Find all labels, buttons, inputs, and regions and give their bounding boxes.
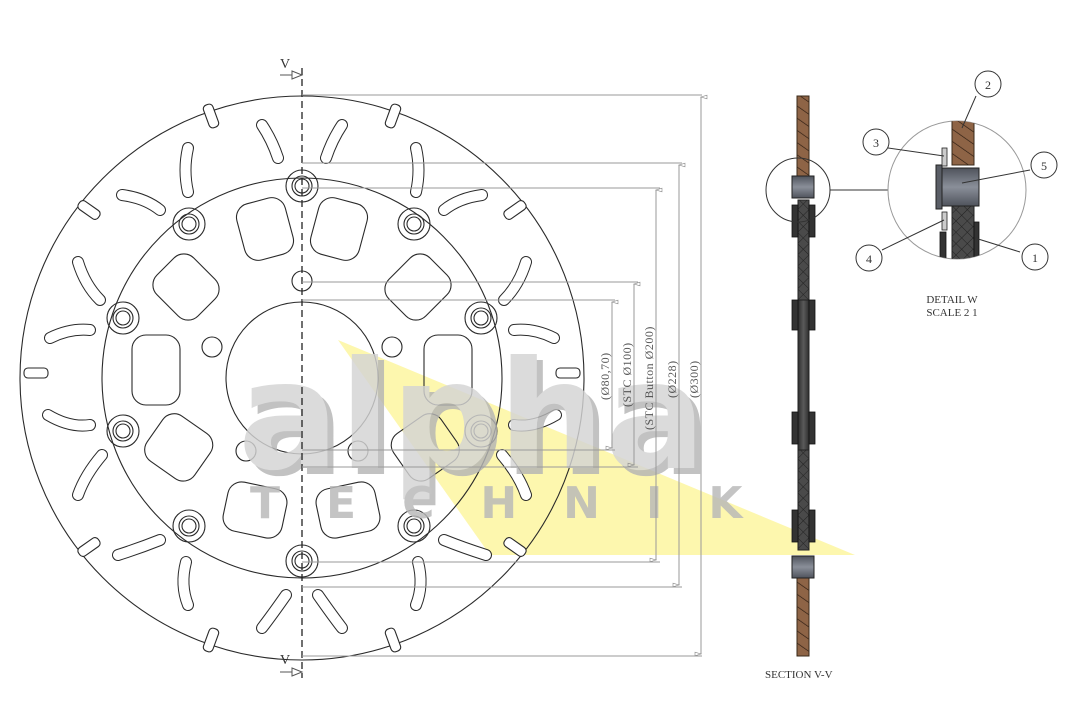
detail-title: DETAIL W: [926, 294, 978, 306]
svg-text:2: 2: [985, 78, 991, 92]
edge-notches: [23, 103, 581, 653]
callout-3: 3: [862, 128, 890, 156]
disc-front-view: [19, 95, 585, 661]
callout-4: 4: [855, 244, 883, 272]
svg-text:3: 3: [873, 136, 879, 150]
svg-text:4: 4: [866, 252, 872, 266]
watermark-triangle: [338, 340, 855, 555]
watermark-logo: alpha alpha TECHNIK: [238, 330, 788, 529]
watermark-technik: TECHNIK: [250, 478, 788, 529]
section-line: V V: [280, 57, 304, 678]
dim-label-stc-100: (STC Ø100): [620, 342, 634, 407]
callout-2: 2: [974, 70, 1002, 98]
detail-view: 2 3 5 4 1 DETAIL W SCALE 2 1: [855, 70, 1058, 319]
dim-label-228: (Ø228): [665, 360, 679, 398]
section-view: SECTION V-V: [765, 95, 890, 681]
section-marker-top: V: [280, 57, 290, 72]
detail-scale: SCALE 2 1: [926, 307, 977, 319]
rotor-slots: [42, 119, 562, 634]
dimension-lines: [302, 94, 708, 657]
svg-text:1: 1: [1032, 251, 1038, 265]
dim-label-80-70: (Ø80,70): [598, 352, 612, 400]
section-title: SECTION V-V: [765, 669, 833, 681]
carrier-windows: [131, 197, 473, 539]
dim-label-stc-button-200: (STC Button Ø200): [642, 326, 656, 430]
callout-5: 5: [1030, 151, 1058, 179]
callout-1: 1: [1021, 243, 1049, 271]
dim-label-300: (Ø300): [687, 360, 701, 398]
dimension-labels: (Ø80,70) (STC Ø100) (STC Button Ø200) (Ø…: [598, 326, 701, 430]
section-marker-bottom: V: [280, 653, 290, 668]
svg-text:5: 5: [1041, 159, 1047, 173]
